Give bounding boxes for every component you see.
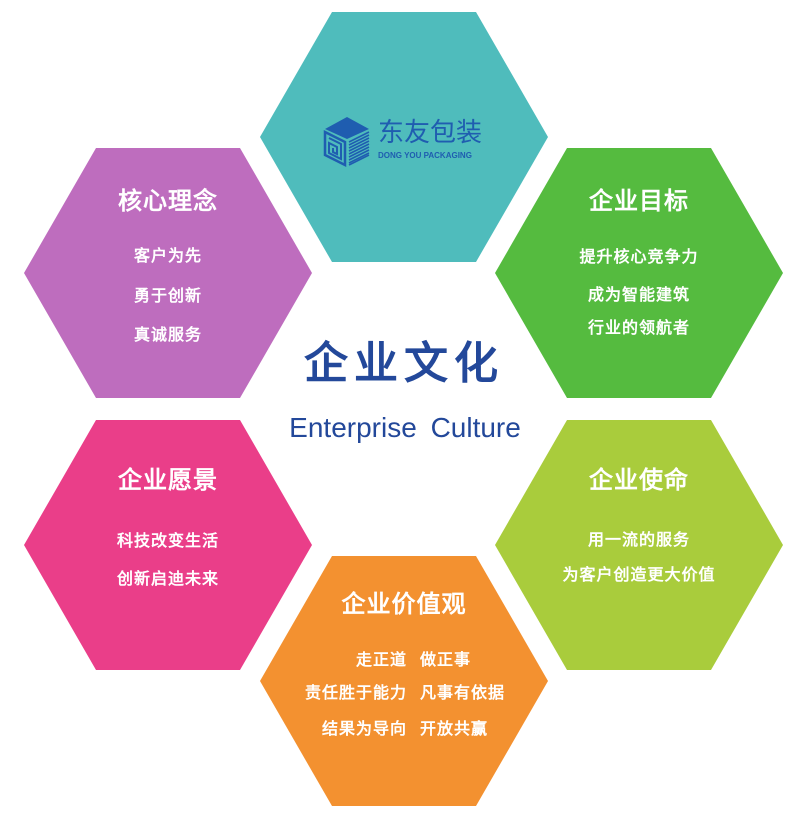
enterprise-values-hexagon: 企业价值观 走正道 做正事 责任胜于能力 凡事有依据 结果为导向 开放共赢 [260,556,548,806]
logo-name-en: DONG YOU PACKAGING [378,151,472,160]
logo-hexagon: 东友包装 DONG YOU PACKAGING [260,12,548,262]
enterprise-mission-hexagon: 企业使命 用一流的服务 为客户创造更大价值 [495,420,783,670]
enterprise-values-left: 走正道 [355,650,407,669]
enterprise-goal-item: 行业的领航者 [587,318,690,337]
core-philosophy-item: 真诚服务 [133,325,202,344]
enterprise-mission-item: 为客户创造更大价值 [562,565,716,584]
page-title: 企业文化 [304,338,504,389]
enterprise-values-left: 结果为导向 [321,719,407,738]
logo-name-cn: 东友包装 [378,118,483,148]
enterprise-vision-item: 创新启迪未来 [116,569,219,588]
enterprise-values-row: 责任胜于能力 凡事有依据 [260,683,548,703]
enterprise-mission-title: 企业使命 [589,466,689,494]
enterprise-goal-item: 成为智能建筑 [587,285,690,304]
enterprise-vision-title: 企业愿景 [118,466,218,494]
company-logo: 东友包装 DONG YOU PACKAGING [323,115,483,167]
enterprise-goal-title: 企业目标 [589,187,689,215]
cube-logo-icon [323,117,370,167]
enterprise-vision-item: 科技改变生活 [116,531,219,550]
enterprise-mission-item: 用一流的服务 [587,530,690,549]
enterprise-vision-hexagon: 企业愿景 科技改变生活 创新启迪未来 [24,420,312,670]
enterprise-values-left: 责任胜于能力 [304,683,407,702]
enterprise-values-right: 做正事 [420,650,472,669]
enterprise-values-row: 结果为导向 开放共赢 [260,719,548,739]
enterprise-values-row: 走正道 做正事 [260,650,548,670]
core-philosophy-item: 勇于创新 [133,286,202,305]
page-subtitle: Enterprise Culture [289,412,521,443]
core-philosophy-title: 核心理念 [118,187,218,215]
enterprise-values-right: 凡事有依据 [420,683,506,702]
enterprise-values-title: 企业价值观 [341,590,467,618]
enterprise-values-right: 开放共赢 [420,719,489,738]
core-philosophy-item: 客户为先 [133,246,202,265]
enterprise-goal-item: 提升核心竞争力 [579,247,699,266]
